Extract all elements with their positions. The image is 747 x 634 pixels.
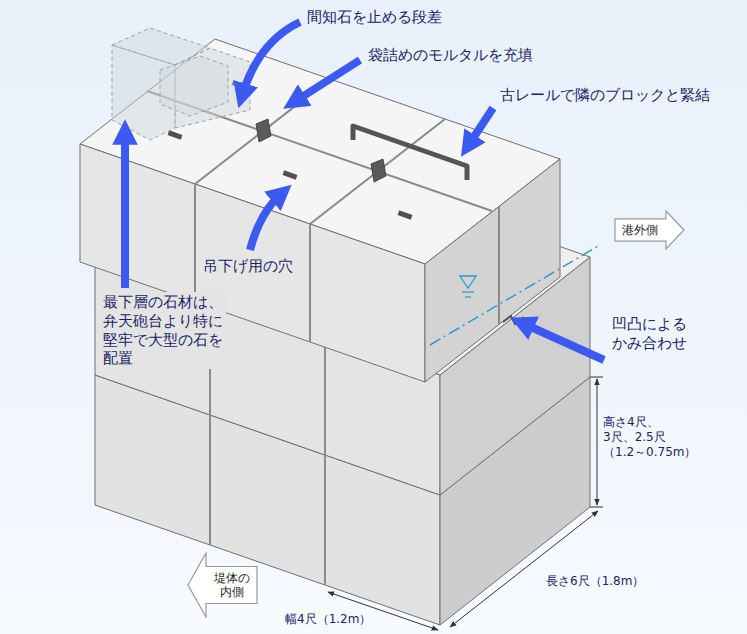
callout-label: 最下層の石材は、 弁天砲台より特に 堅牢で大型の石を 配置 bbox=[100, 292, 226, 369]
lifting-hole bbox=[283, 170, 298, 179]
old-rail bbox=[353, 126, 467, 180]
text-line: 配置 bbox=[103, 349, 223, 368]
block-face bbox=[425, 159, 560, 382]
text-line: 内側 bbox=[214, 585, 250, 599]
joint-line bbox=[194, 184, 196, 302]
joint-line bbox=[324, 335, 326, 585]
joint-line bbox=[309, 224, 311, 342]
stone-face bbox=[160, 56, 228, 116]
text-line: 堅牢で大型の石を bbox=[103, 331, 223, 350]
direction-label: 堤体の 内側 bbox=[214, 571, 250, 600]
water-tick bbox=[465, 296, 471, 297]
direction-arrow: 港外側 bbox=[614, 210, 686, 250]
extension-line bbox=[590, 377, 603, 378]
text-line: 高さ4尺、 bbox=[603, 415, 697, 430]
callout-label: 古レールで隣のブロックと緊結 bbox=[500, 86, 710, 105]
mortar-bag bbox=[371, 159, 386, 182]
dimension-label: 長さ6尺（1.8m） bbox=[546, 574, 644, 589]
callout-arrow bbox=[121, 132, 129, 288]
water-level-line bbox=[430, 245, 600, 345]
dimension-label: 幅4尺（1.2m） bbox=[285, 612, 371, 627]
callout-label: 間知石を止める段差 bbox=[307, 8, 442, 27]
dimension-line bbox=[450, 511, 598, 627]
callout-arrow bbox=[294, 60, 360, 102]
callout-arrow bbox=[242, 22, 300, 96]
water-tick bbox=[462, 291, 474, 292]
arrow-outline bbox=[188, 553, 257, 617]
top-layer bbox=[80, 39, 560, 382]
text-line: かみ合わせ bbox=[612, 334, 687, 353]
dimension-line bbox=[597, 379, 598, 505]
mortar-bag bbox=[256, 119, 271, 142]
lifting-hole bbox=[168, 130, 183, 139]
dimensions bbox=[328, 377, 603, 630]
text-line: 凹凸による bbox=[612, 315, 687, 334]
joint-line bbox=[498, 206, 500, 324]
text-line: 堤体の bbox=[214, 571, 250, 585]
arrow-outline bbox=[615, 211, 684, 249]
block-face bbox=[80, 144, 425, 382]
lifting-hole bbox=[398, 210, 413, 219]
text-line: （1.2～0.75m） bbox=[603, 445, 697, 460]
kenchi-stone bbox=[112, 28, 250, 140]
text-line: 最下層の石材は、 bbox=[103, 293, 223, 312]
callout-label: 吊下げ用の穴 bbox=[200, 256, 296, 277]
text-line: 弁天砲台より特に bbox=[103, 312, 223, 331]
callout-arrow bbox=[250, 193, 282, 250]
water-level-mark bbox=[460, 276, 476, 297]
callout-arrow bbox=[468, 108, 493, 146]
extension-line bbox=[590, 507, 603, 508]
direction-arrow: 堤体の 内側 bbox=[186, 552, 258, 618]
callout-label: 凹凸による かみ合わせ bbox=[612, 315, 687, 353]
direction-label: 港外側 bbox=[622, 223, 658, 237]
interlock-notch bbox=[503, 316, 524, 324]
water-triangle bbox=[460, 276, 476, 288]
callout-label: 袋詰めのモルタルを充填 bbox=[368, 46, 533, 65]
dimension-label: 高さ4尺、 3尺、2.5尺 （1.2～0.75m） bbox=[603, 415, 697, 460]
text-line: 3尺、2.5尺 bbox=[603, 430, 697, 445]
callout-arrow bbox=[522, 323, 604, 360]
